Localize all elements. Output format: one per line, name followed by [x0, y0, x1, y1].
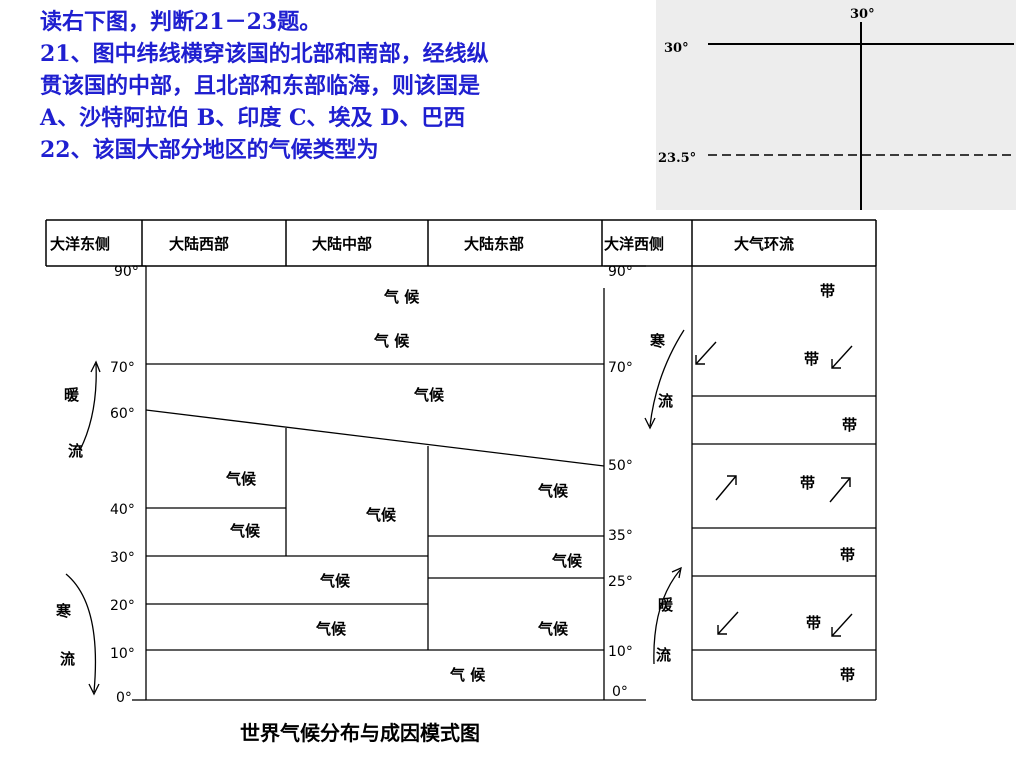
- climate-label: 气候: [551, 552, 583, 570]
- right-degree-25: 25°: [608, 574, 633, 590]
- current-label: 流: [658, 392, 673, 410]
- belt-label: 带: [820, 282, 835, 300]
- left-degree-30: 30°: [110, 550, 135, 566]
- left-degree-90: 90°: [114, 264, 139, 280]
- wind-arrows: [695, 341, 853, 637]
- continent-grid: [132, 265, 646, 701]
- left-degree-60: 60°: [110, 406, 135, 422]
- belt-label: 带: [842, 416, 857, 434]
- right-degree-50: 50°: [608, 458, 633, 474]
- inset-top-label: 30°: [850, 7, 875, 22]
- question-21-line1: 21、图中纬线横穿该国的北部和南部，经线纵: [40, 41, 489, 67]
- climate-label: 气 候: [383, 288, 420, 306]
- right-degree-10: 10°: [608, 644, 633, 660]
- question-21-options: A、沙特阿拉伯 B、印度 C、埃及 D、巴西: [40, 105, 466, 131]
- climate-label: 气候: [225, 470, 257, 488]
- current-label: 流: [68, 442, 83, 460]
- header-continent-west: 大陆西部: [169, 235, 229, 253]
- climate-label: 气 候: [373, 332, 410, 350]
- inset-lat-south-label: 23.5°: [658, 151, 696, 166]
- belt-label: 带: [806, 614, 821, 632]
- warm-current-right-arrow: [653, 566, 682, 665]
- inset-lat-north-label: 30°: [664, 41, 689, 56]
- belt-label: 带: [840, 666, 855, 684]
- left-degree-70: 70°: [110, 360, 135, 376]
- header-ocean-west: 大洋西侧: [604, 235, 664, 253]
- warm-current-left-arrow: [79, 360, 101, 451]
- current-label: 暖: [658, 596, 674, 614]
- current-label: 暖: [64, 386, 80, 404]
- question-text: 读右下图，判断21－23题。 21、图中纬线横穿该国的北部和南部，经线纵 贯该国…: [40, 6, 650, 166]
- belt-label: 带: [840, 546, 855, 564]
- climate-label: 气候: [365, 506, 397, 524]
- current-label: 寒: [650, 332, 666, 350]
- header-circulation: 大气环流: [734, 235, 794, 253]
- left-degree-0: 0°: [116, 690, 132, 706]
- header-continent-east: 大陆东部: [464, 235, 524, 253]
- current-label: 寒: [56, 602, 72, 620]
- climate-label: 气候: [537, 620, 569, 638]
- header-row: [45, 219, 877, 267]
- cold-current-left-arrow: [65, 573, 100, 696]
- belt-label: 带: [800, 474, 815, 492]
- circulation-grid: [691, 266, 877, 701]
- inset-grid-figure: 30° 30° 23.5°: [656, 0, 1016, 210]
- climate-label: 气候: [319, 572, 351, 590]
- climate-label: 气候: [229, 522, 261, 540]
- climate-diagram: 大洋东侧 大陆西部 大陆中部 大陆东部 大洋西侧 大气环流: [44, 214, 878, 752]
- right-degree-0: 0°: [612, 684, 628, 700]
- left-degree-40: 40°: [110, 502, 135, 518]
- right-degree-90: 90°: [608, 264, 633, 280]
- question-22: 22、该国大部分地区的气候类型为: [40, 137, 379, 163]
- climate-label: 气候: [537, 482, 569, 500]
- right-degree-70: 70°: [608, 360, 633, 376]
- left-degree-10: 10°: [110, 646, 135, 662]
- climate-label: 气候: [413, 386, 445, 404]
- right-degree-35: 35°: [608, 528, 633, 544]
- question-intro: 读右下图，判断21－23题。: [40, 9, 322, 35]
- current-label: 流: [60, 650, 75, 668]
- climate-label: 气 候: [449, 666, 486, 684]
- left-degree-20: 20°: [110, 598, 135, 614]
- header-continent-center: 大陆中部: [312, 235, 372, 253]
- climate-label: 气候: [315, 620, 347, 638]
- diagram-title: 世界气候分布与成因模式图: [240, 721, 480, 745]
- belt-label: 带: [804, 350, 819, 368]
- current-label: 流: [656, 646, 671, 664]
- question-21-line2: 贯该国的中部，且北部和东部临海，则该国是: [40, 73, 481, 99]
- header-ocean-east: 大洋东侧: [50, 235, 110, 253]
- cold-current-right-arrow: [644, 329, 685, 430]
